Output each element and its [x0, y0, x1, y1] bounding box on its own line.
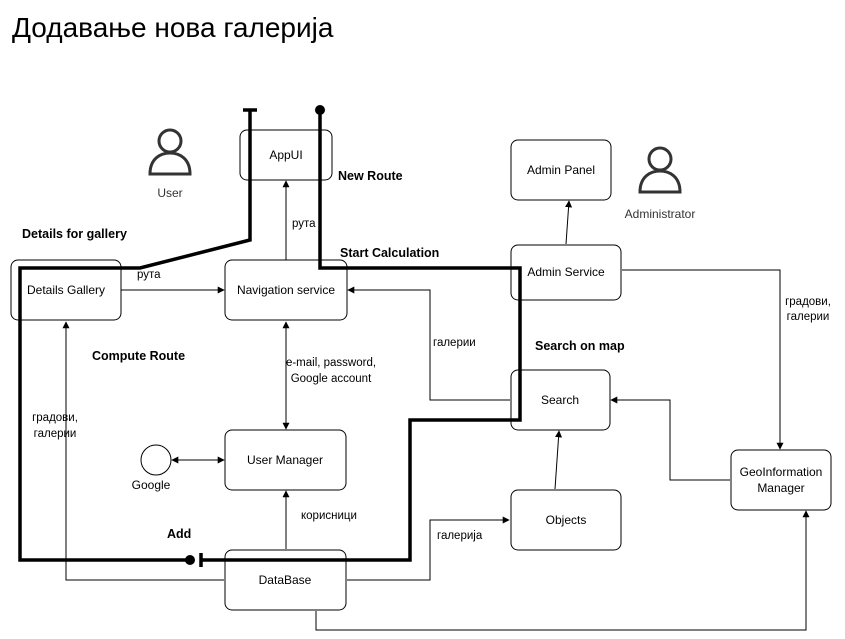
label-db-to-user-manager: корисници: [301, 510, 357, 522]
node-geoinformation-manager-label-line-1: GeoInformation: [740, 465, 823, 479]
edge-db-to-details: [62, 321, 224, 581]
node-user-manager[interactable]: User Manager: [224, 429, 347, 491]
node-admin-service[interactable]: Admin Service: [510, 244, 622, 301]
node-admin-panel[interactable]: Admin Panel: [510, 139, 612, 201]
node-objects[interactable]: Objects: [510, 489, 622, 551]
edge-search-to-nav: [347, 286, 510, 401]
node-appui[interactable]: AppUI: [239, 129, 333, 181]
route-new-route-path: [200, 110, 522, 562]
node-google[interactable]: Google: [132, 444, 172, 492]
label-db-to-objects: галерија: [437, 530, 483, 542]
edge-admin-to-panel: [565, 200, 573, 245]
node-google-label: Google: [132, 478, 171, 492]
label-search-to-nav: галерии: [433, 337, 476, 349]
label-db-to-details-line-2: галерии: [34, 428, 77, 440]
label-details-to-nav: рута: [137, 269, 161, 281]
route-end-dot: [185, 555, 195, 565]
node-database[interactable]: DataBase: [224, 549, 347, 611]
node-admin-service-label: Admin Service: [527, 265, 605, 279]
node-geoinformation-manager[interactable]: GeoInformation Manager: [730, 449, 832, 511]
step-new-route: New Route: [338, 169, 403, 183]
step-search-on-map: Search on map: [535, 339, 625, 353]
node-navigation-service-label: Navigation service: [237, 283, 335, 297]
administrator-actor-icon: [638, 146, 682, 194]
node-admin-panel-label: Admin Panel: [527, 163, 595, 177]
label-admin-to-geo-line-1: градови,: [785, 296, 831, 308]
edges: [62, 180, 810, 631]
page-title: Додавање нова галерија: [12, 12, 334, 43]
edge-geo-to-search: [610, 396, 730, 481]
label-nav-user-manager-line-2: Google account: [291, 373, 372, 385]
edge-db-to-objects: [347, 516, 510, 581]
step-compute-route: Compute Route: [92, 349, 185, 363]
user-actor-icon: [148, 128, 192, 176]
node-details-gallery-label: Details Gallery: [27, 283, 105, 297]
step-details-for-gallery: Details for gallery: [22, 227, 127, 241]
label-admin-to-geo-line-2: галерии: [787, 311, 830, 323]
node-objects-label: Objects: [546, 513, 587, 527]
user-actor-label: User: [157, 186, 182, 200]
label-nav-user-manager-line-1: e-mail, password,: [286, 357, 376, 369]
node-navigation-service[interactable]: Navigation service: [224, 259, 348, 321]
node-user-manager-label: User Manager: [247, 453, 323, 467]
node-search-label: Search: [541, 393, 579, 407]
node-details-gallery[interactable]: Details Gallery: [10, 259, 122, 321]
node-search[interactable]: Search: [510, 369, 611, 431]
node-appui-label: AppUI: [269, 148, 302, 162]
step-start-calculation: Start Calculation: [340, 246, 439, 260]
node-database-label: DataBase: [259, 573, 312, 587]
node-geoinformation-manager-label-line-2: Manager: [757, 481, 804, 495]
route-paths: [18, 105, 522, 567]
route-details-path: [18, 110, 252, 562]
route-start-dot: [315, 105, 325, 115]
edge-db-to-geo: [315, 510, 810, 631]
step-add: Add: [167, 527, 191, 541]
edge-objects-to-search: [554, 430, 563, 490]
label-db-to-details-line-1: градови,: [32, 412, 78, 424]
label-nav-to-appui: рута: [292, 218, 316, 230]
edge-admin-to-geo: [622, 269, 784, 450]
administrator-actor-label: Administrator: [625, 207, 696, 221]
